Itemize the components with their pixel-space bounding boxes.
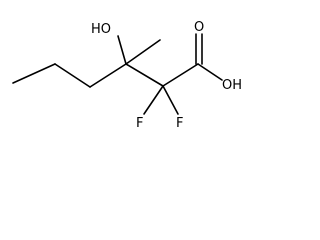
bond-methyl-down <box>54 63 91 88</box>
atom-label-fluorine-left: F <box>136 116 143 131</box>
bond-to-fluorine-right <box>162 85 179 115</box>
atom-label-hydroxyl: HO <box>91 22 111 37</box>
chemical-structure: HO O OH F F <box>12 20 242 131</box>
bond-to-hydroxyl <box>117 35 127 65</box>
bond-methyl-left <box>12 63 56 84</box>
atom-label-fluorine-right: F <box>176 116 183 131</box>
bond-chain-2 <box>125 63 164 87</box>
atom-label-carbonyl-oxygen: O <box>194 20 204 35</box>
bond-chain-3 <box>162 63 199 87</box>
atom-label-acid-hydroxyl: OH <box>222 78 242 93</box>
bond-to-fluorine-left <box>143 85 164 115</box>
bond-methyl-up <box>125 39 161 65</box>
bond-to-acid-hydroxyl <box>197 63 223 81</box>
bond-chain-1 <box>89 63 127 88</box>
